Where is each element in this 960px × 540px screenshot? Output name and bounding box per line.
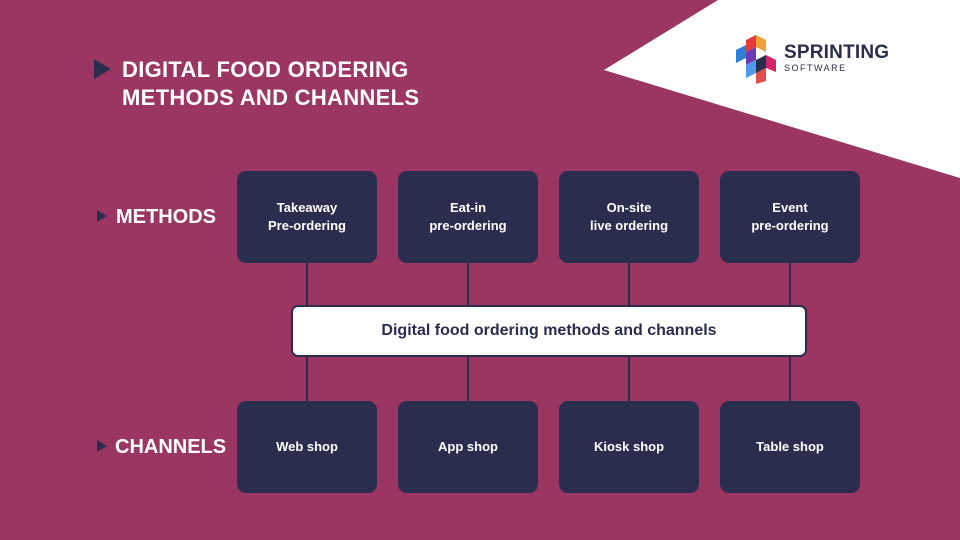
channels-arrow-icon bbox=[97, 440, 107, 452]
channel-box-table-shop: Table shop bbox=[720, 401, 860, 493]
connector-line bbox=[789, 262, 791, 306]
connector-line bbox=[306, 262, 308, 306]
logo-name: SPRINTING bbox=[784, 42, 890, 63]
brand-logo: SPRINTING SOFTWARE bbox=[734, 34, 924, 84]
method-box-on-site: On-site live ordering bbox=[559, 171, 699, 263]
title-arrow-icon bbox=[94, 59, 111, 79]
connector-line bbox=[789, 355, 791, 401]
channels-label: CHANNELS bbox=[115, 436, 227, 458]
methods-arrow-icon bbox=[97, 210, 107, 222]
method-line-1: On-site bbox=[606, 200, 652, 215]
channel-label: Kiosk shop bbox=[593, 439, 665, 454]
method-box-takeaway: Takeaway Pre-ordering bbox=[237, 171, 377, 263]
channel-label: Web shop bbox=[276, 439, 338, 454]
method-line-1: Takeaway bbox=[276, 200, 338, 215]
channel-box-web-shop: Web shop bbox=[237, 401, 377, 493]
title-line-1: DIGITAL FOOD ORDERING bbox=[122, 57, 409, 82]
connector-line bbox=[306, 355, 308, 401]
center-node: Digital food ordering methods and channe… bbox=[291, 305, 807, 357]
title-line-2: METHODS AND CHANNELS bbox=[122, 85, 420, 110]
connector-line bbox=[467, 262, 469, 306]
channel-box-kiosk-shop: Kiosk shop bbox=[559, 401, 699, 493]
cube-logo-icon bbox=[736, 35, 776, 84]
method-line-1: Event bbox=[772, 200, 808, 215]
channel-label: App shop bbox=[438, 439, 498, 454]
methods-label: METHODS bbox=[116, 206, 216, 228]
connector-line bbox=[628, 355, 630, 401]
page-title: DIGITAL FOOD ORDERING METHODS AND CHANNE… bbox=[122, 56, 419, 112]
connector-line bbox=[467, 355, 469, 401]
white-corner-shape bbox=[604, 0, 960, 178]
connector-line bbox=[628, 262, 630, 306]
method-line-2: pre-ordering bbox=[429, 218, 507, 233]
channel-label: Table shop bbox=[756, 439, 824, 454]
method-box-event: Event pre-ordering bbox=[720, 171, 860, 263]
method-box-eat-in: Eat-in pre-ordering bbox=[398, 171, 538, 263]
method-line-2: pre-ordering bbox=[751, 218, 829, 233]
channel-box-app-shop: App shop bbox=[398, 401, 538, 493]
method-line-1: Eat-in bbox=[449, 200, 487, 215]
method-line-2: Pre-ordering bbox=[267, 218, 346, 233]
method-line-2: live ordering bbox=[589, 218, 669, 233]
logo-subtitle: SOFTWARE bbox=[784, 63, 847, 73]
